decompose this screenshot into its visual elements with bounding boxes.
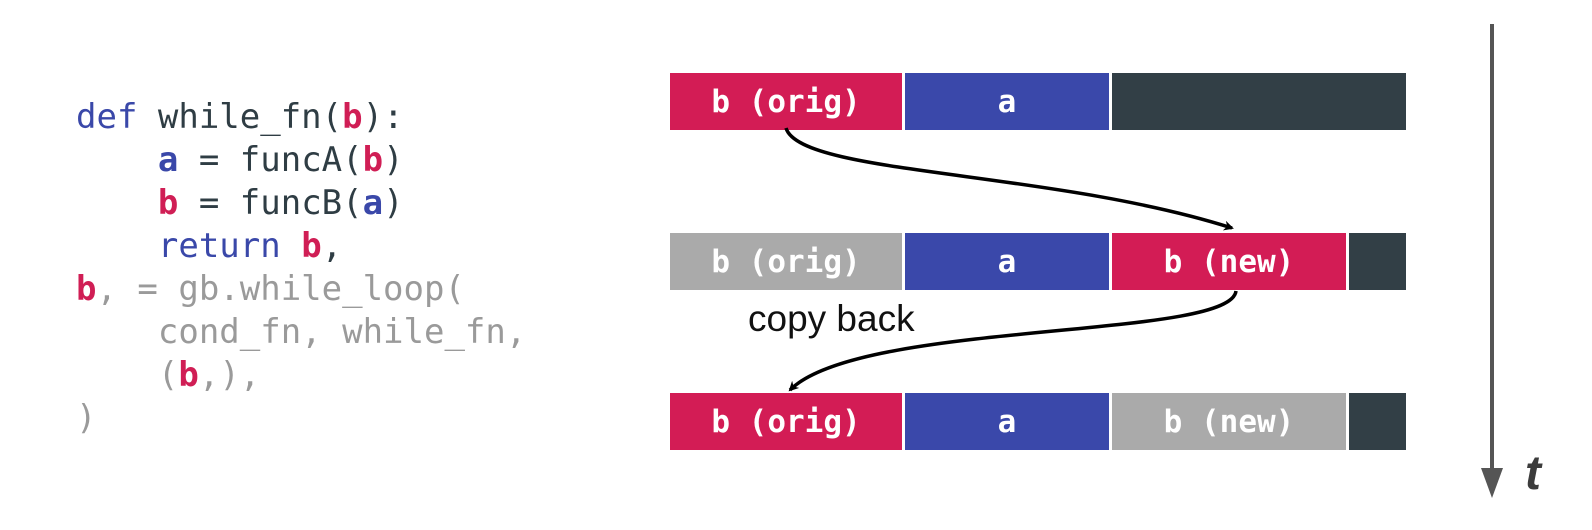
block-separator — [1109, 73, 1112, 130]
time-axis-arrowhead — [1481, 468, 1503, 498]
time-axis-label: t — [1525, 447, 1541, 500]
code-text: , — [321, 226, 343, 266]
block-b-orig: b (orig) — [670, 393, 902, 450]
block-separator — [1346, 393, 1349, 450]
block-free — [1112, 73, 1406, 130]
code-text: while_fn( — [137, 97, 343, 137]
code-variable: a — [157, 140, 179, 180]
code-text: ): — [362, 97, 404, 137]
code-text: = funcB( — [178, 183, 363, 223]
code-text: , = gb.while_loop( — [96, 269, 465, 309]
block-a: a — [905, 393, 1109, 450]
code-line: def while_fn(b): — [76, 96, 526, 139]
code-text: ( — [76, 355, 179, 395]
code-text: ) — [383, 140, 404, 180]
code-text: cond_fn, while_fn, — [76, 312, 527, 352]
code-text: = funcA( — [178, 140, 363, 180]
code-variable: b — [157, 183, 179, 223]
code-line: b = funcB(a) — [76, 182, 526, 225]
code-keyword: return — [157, 226, 281, 266]
code-variable: a — [362, 183, 384, 223]
memory-row-1: b (orig)a — [670, 73, 1406, 130]
code-text: ,), — [198, 355, 261, 395]
code-text: ) — [76, 398, 97, 438]
code-line: (b,), — [76, 354, 526, 397]
block-a: a — [905, 73, 1109, 130]
block-b-new: b (new) — [1112, 393, 1346, 450]
code-line: b, = gb.while_loop( — [76, 268, 526, 311]
block-b-orig: b (orig) — [670, 233, 902, 290]
block-separator — [902, 233, 905, 290]
code-variable: b — [76, 269, 97, 309]
block-separator — [1109, 393, 1112, 450]
code-line: return b, — [76, 225, 526, 268]
copy-forward-arrow — [784, 127, 1234, 231]
code-variable: b — [178, 355, 199, 395]
block-separator — [902, 73, 905, 130]
block-separator — [1109, 233, 1112, 290]
block-free — [1349, 393, 1406, 450]
block-separator — [902, 393, 905, 450]
copy-back-label: copy back — [748, 298, 915, 339]
copy-back-arrow — [788, 290, 1238, 392]
code-line: ) — [76, 397, 526, 440]
block-separator — [1346, 233, 1349, 290]
block-b-orig: b (orig) — [670, 73, 902, 130]
code-variable: b — [301, 226, 322, 266]
block-a: a — [905, 233, 1109, 290]
code-line: a = funcA(b) — [76, 139, 526, 182]
block-free — [1349, 233, 1406, 290]
code-keyword: def — [76, 97, 138, 137]
code-line: cond_fn, while_fn, — [76, 311, 526, 354]
code-variable: b — [342, 97, 363, 137]
code-snippet: def while_fn(b): a = funcA(b) b = funcB(… — [76, 96, 526, 440]
block-b-new: b (new) — [1112, 233, 1346, 290]
code-text: ) — [383, 183, 404, 223]
code-variable: b — [362, 140, 384, 180]
